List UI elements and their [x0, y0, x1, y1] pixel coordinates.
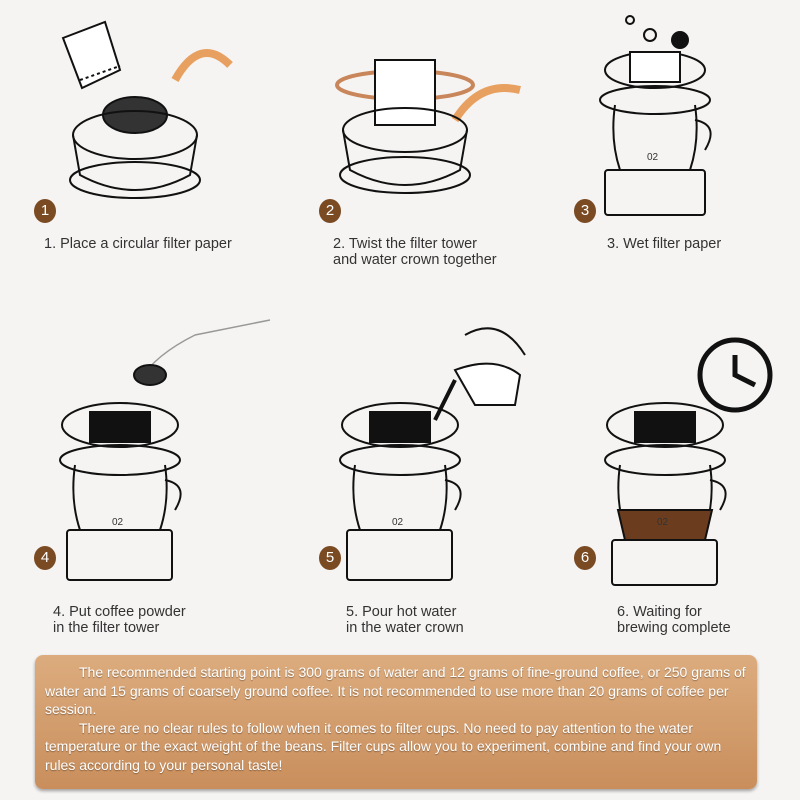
water-crown-icon	[339, 107, 471, 194]
step-label-1: 1. Place a circular filter paper	[44, 236, 232, 252]
water-drop-icon	[625, 15, 689, 49]
server-mark: 02	[112, 517, 124, 528]
step-4-illustration: 02	[59, 319, 271, 581]
tip-paragraph-1: The recommended starting point is 300 gr…	[45, 664, 746, 717]
step-label-2: 2. Twist the filter tower and water crow…	[333, 236, 497, 268]
filter-tower-icon	[61, 20, 122, 90]
step-badge-1: 1	[34, 199, 56, 223]
step-5-illustration: 02	[339, 327, 526, 581]
arrow-icon	[451, 84, 521, 123]
step-label-3: 3. Wet filter paper	[607, 236, 722, 252]
filter-paper-icon	[102, 96, 168, 134]
step-badge-4: 4	[34, 546, 56, 570]
step-label-4: 4. Put coffee powder in the filter tower	[53, 604, 186, 636]
scale-icon	[346, 529, 453, 581]
arrow-icon	[171, 49, 233, 82]
server-mark: 02	[647, 152, 659, 163]
water-crown-icon	[69, 110, 201, 199]
step-badge-5: 5	[319, 546, 341, 570]
step-label-6: 6. Waiting for brewing complete	[617, 604, 731, 636]
step-3-illustration: 02	[599, 15, 712, 216]
filter-tower-icon	[374, 59, 436, 126]
kettle-icon	[433, 327, 526, 421]
step-1-illustration	[61, 20, 233, 199]
step-label-5: 5. Pour hot water in the water crown	[346, 604, 464, 636]
tip-paragraph-2: There are no clear rules to follow when …	[45, 719, 722, 773]
step-badge-6: 6	[574, 546, 596, 570]
step-badge-3: 3	[574, 199, 596, 223]
step-6-illustration: 02	[604, 337, 773, 586]
scale-icon	[66, 529, 173, 581]
step-badge-2: 2	[319, 199, 341, 223]
step-2-illustration	[335, 59, 521, 194]
timer-clock-icon	[697, 337, 773, 413]
server-mark: 02	[392, 517, 404, 528]
server-mark: 02	[657, 517, 669, 528]
scale-icon	[604, 169, 706, 216]
scale-icon	[611, 539, 718, 586]
brewing-tips-box: The recommended starting point is 300 gr…	[35, 655, 757, 789]
